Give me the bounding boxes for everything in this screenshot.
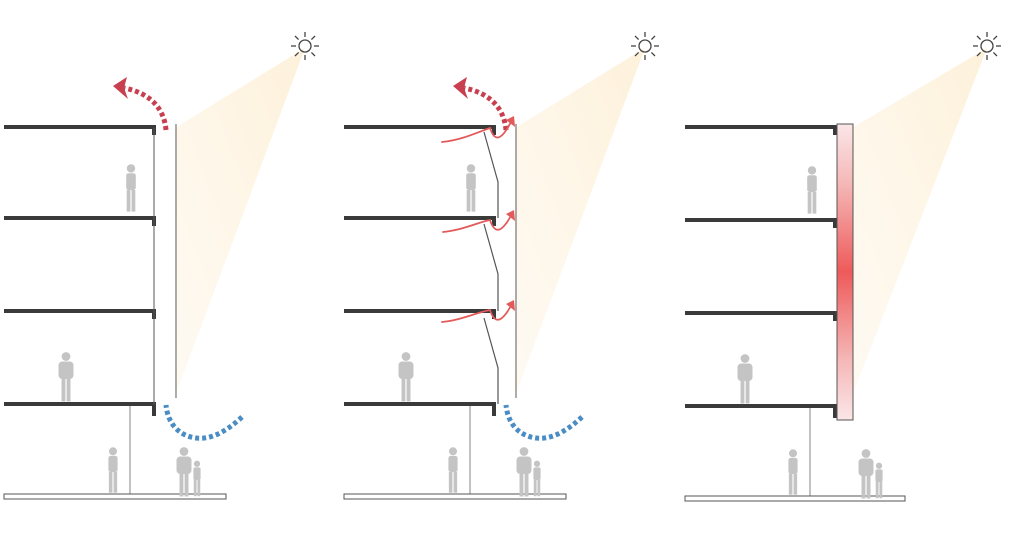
person-silhouette-icon — [193, 460, 201, 497]
warm-air-arrow-icon — [113, 77, 128, 99]
floor-slab — [685, 218, 837, 222]
floor-slab — [4, 216, 156, 220]
panel-1-double-skin-stack-ventilation — [3, 32, 319, 500]
floor-slabs — [344, 125, 496, 416]
floor-exhaust-arrow — [442, 213, 513, 233]
person-silhouette-icon — [176, 447, 192, 497]
cool-air-flow — [163, 404, 244, 441]
warm-air-arrow-icon — [506, 300, 515, 311]
person-silhouette-icon — [516, 447, 532, 497]
panel-2-angled-inner-facade-ventilation — [343, 32, 659, 500]
person-silhouette-icon — [398, 352, 414, 402]
slab-upstand — [833, 404, 837, 418]
floor-slab — [4, 125, 156, 129]
slab-upstand — [833, 125, 837, 135]
warm-air-exhaust — [123, 85, 169, 131]
sun-beam — [515, 48, 645, 396]
sun-icon — [973, 32, 1001, 60]
person-silhouette-icon — [533, 460, 541, 497]
floor-slab — [4, 309, 156, 313]
warm-air-exhaust — [463, 85, 509, 131]
person-silhouette-icon — [466, 164, 476, 212]
person-silhouette-icon — [126, 164, 136, 212]
warm-air-arrow-icon — [453, 77, 468, 99]
cool-air-flow — [503, 404, 584, 441]
warm-air-arrow-icon — [506, 210, 515, 221]
floor-slab — [344, 309, 496, 313]
floor-slab — [4, 402, 156, 406]
floor-exhaust-arrow — [441, 303, 513, 323]
sun-beam — [175, 48, 305, 396]
person-silhouette-icon — [58, 352, 74, 402]
floor-slabs — [685, 125, 837, 418]
person-silhouette-icon — [788, 449, 798, 495]
person-silhouette-icon — [807, 166, 817, 214]
floor-slab — [344, 216, 496, 220]
floor-slab — [685, 311, 837, 315]
ground-slab — [3, 493, 227, 500]
slab-upstand — [833, 311, 837, 321]
sun-icon — [291, 32, 319, 60]
floor-slab — [685, 125, 837, 129]
person-silhouette-icon — [448, 447, 458, 493]
slab-upstand — [492, 309, 496, 319]
floor-slab — [344, 402, 496, 406]
person-silhouette-icon — [737, 354, 753, 404]
ground-slab — [343, 493, 567, 500]
slab-upstand — [152, 402, 156, 416]
sun-icon — [631, 32, 659, 60]
slab-upstand — [833, 218, 837, 228]
person-silhouette-icon — [858, 449, 874, 499]
angled-inner-facade — [483, 131, 499, 404]
floor-exhaust-arrow — [441, 119, 513, 143]
heated-facade-panel — [836, 123, 854, 421]
warm-air-arrow-icon — [506, 116, 515, 127]
slab-upstand — [492, 402, 496, 416]
slab-upstand — [492, 125, 496, 135]
panel-3-solar-heated-facade — [684, 32, 1001, 502]
floor-exhaust-arrows — [441, 119, 513, 323]
person-silhouette-icon — [108, 447, 118, 493]
ground-slab — [684, 495, 906, 502]
floor-slab — [685, 404, 837, 408]
person-silhouette-icon — [875, 462, 883, 499]
floor-slab — [344, 125, 496, 129]
slab-upstand — [492, 216, 496, 226]
floor-exhaust-arrowheads — [506, 116, 515, 311]
sun-beam — [852, 48, 987, 396]
